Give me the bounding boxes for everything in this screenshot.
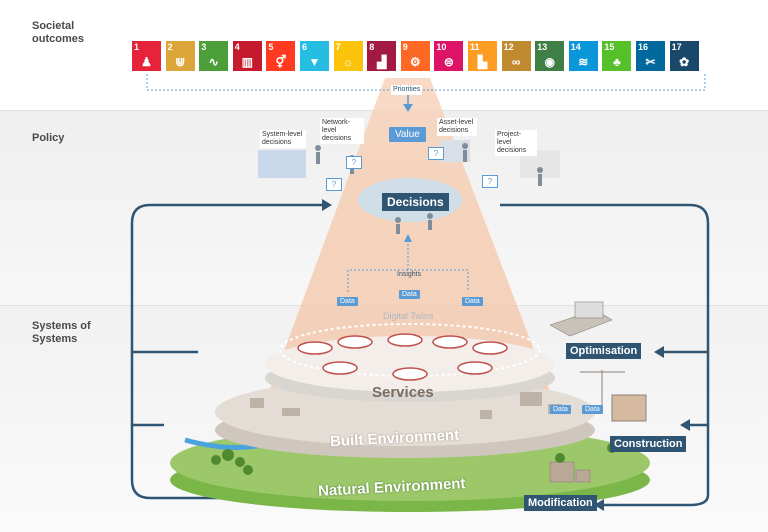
construction-illustration [580,370,647,422]
sdg-goal-12-icon: 12 ∞ [501,41,531,71]
sdg-goal-13-icon: 13 ◉ [535,41,565,71]
left-loop-arrow-head [322,199,332,211]
sdg-goal-3-icon: 3∿ [199,41,229,71]
section-label-systems-of-systems: Systems of Systems [32,320,91,345]
data-tag-built-2: Data [582,405,603,414]
right-feedback-loop [500,203,710,507]
sdg-goal-symbol: ▥ [241,55,253,69]
question-box-4: ? [482,175,498,188]
priorities-bracket [146,74,706,91]
sdg-goal-14-icon: 14 ≋ [568,41,598,71]
sdg-goal-7-icon: 7☼ [333,41,363,71]
optimisation-illustration [549,301,613,337]
sdg-goal-symbol: ♣ [612,55,621,69]
insights-label: Insights [397,271,422,278]
sdg-goal-symbol: ⋓ [175,55,186,69]
priorities-arrow-head [403,104,413,112]
question-box-1: ? [346,156,362,169]
priorities-label: Priorities [391,85,423,95]
optimisation-arrow-head [654,346,664,358]
sdg-goal-symbol: ∞ [511,55,521,69]
value-label: Value [389,127,426,142]
sdg-goal-4-icon: 4▥ [232,41,262,71]
sdg-goal-number: 7 [335,42,341,52]
construction-arrow-head [680,419,690,431]
sdg-goal-number: 6 [302,42,308,52]
sdg-goal-symbol: ≋ [578,55,589,69]
network-level-decisions-label: Network-level decisions [320,118,364,144]
sdg-goal-number: 1 [134,42,140,52]
sdg-goal-8-icon: 8▟ [367,41,397,71]
services-label: Services [372,384,434,401]
sdg-goal-1-icon: 1♟ [132,41,161,71]
sdg-goal-11-icon: 11 ▙ [468,41,497,71]
insights-connectors [347,238,469,292]
asset-level-decisions-label: Asset-level decisions [437,118,477,136]
sdg-goal-number: 15 [604,42,615,52]
question-box-3: ? [326,178,342,191]
data-tag-left: Data [337,297,358,306]
sdg-goal-10-icon: 10 ⊜ [434,41,464,71]
sdg-goal-symbol: ⊜ [443,55,454,69]
sdg-goal-number: 5 [268,42,274,52]
sdg-goal-number: 14 [570,42,581,52]
construction-label: Construction [610,436,687,452]
sdg-goal-number: 3 [201,42,207,52]
question-box-2: ? [428,147,444,160]
sdg-goal-symbol: ◉ [544,55,555,69]
sdg-goal-number: 10 [436,42,447,52]
sdg-goal-5-icon: 5⚥ [266,41,296,71]
section-label-policy: Policy [32,132,65,144]
sdg-goal-number: 13 [537,42,548,52]
data-tag-center: Data [399,290,420,299]
policy-illustrations [258,140,560,234]
digital-twins-ring [279,323,541,377]
sdg-goal-9-icon: 9⚙ [400,41,430,71]
sdg-goal-2-icon: 2⋓ [165,41,195,71]
project-level-decisions-label: Project-level decisions [495,130,537,156]
sdg-goal-17-icon: 17 ✿ [669,41,699,71]
sdg-goal-number: 16 [638,42,649,52]
modification-label: Modification [524,495,597,511]
decisions-label: Decisions [382,193,449,211]
digital-twins-label: Digital Twins [383,311,434,321]
section-label-societal-outcomes: Societal outcomes [32,20,84,45]
data-tag-right: Data [462,297,483,306]
sdg-goal-symbol: ∿ [208,55,219,69]
sdg-goal-15-icon: 15 ♣ [602,41,632,71]
sdg-goal-symbol: ♟ [141,55,152,69]
modification-illustration [549,461,591,483]
sdg-goal-6-icon: 6▼ [300,41,329,71]
sdg-goal-symbol: ▼ [308,55,321,69]
modification-arrow-head [594,499,604,511]
sdg-goal-number: 8 [369,42,375,52]
service-pods [297,333,508,381]
sdg-goal-number: 9 [402,42,408,52]
sdg-goal-number: 2 [167,42,173,52]
sdg-goal-number: 17 [671,42,682,52]
sdg-goal-16-icon: 16 ✂ [636,41,665,71]
sdg-goal-symbol: ⚙ [409,55,421,69]
optimisation-label: Optimisation [566,343,642,359]
sdg-goal-symbol: ✂ [645,55,656,69]
data-tag-built-1: Data [550,405,571,414]
sdg-goal-number: 12 [503,42,514,52]
system-level-decisions-label: System-level decisions [260,130,306,148]
sdg-goal-symbol: ☼ [342,55,354,69]
insights-arrow-head [404,234,412,242]
sdg-goal-symbol: ⚥ [275,55,287,69]
sdg-goal-number: 11 [470,42,480,52]
sdg-goal-symbol: ✿ [679,55,690,69]
sdg-goal-number: 4 [234,42,240,52]
sdg-goal-symbol: ▙ [477,55,488,69]
sdg-goal-symbol: ▟ [377,55,387,69]
